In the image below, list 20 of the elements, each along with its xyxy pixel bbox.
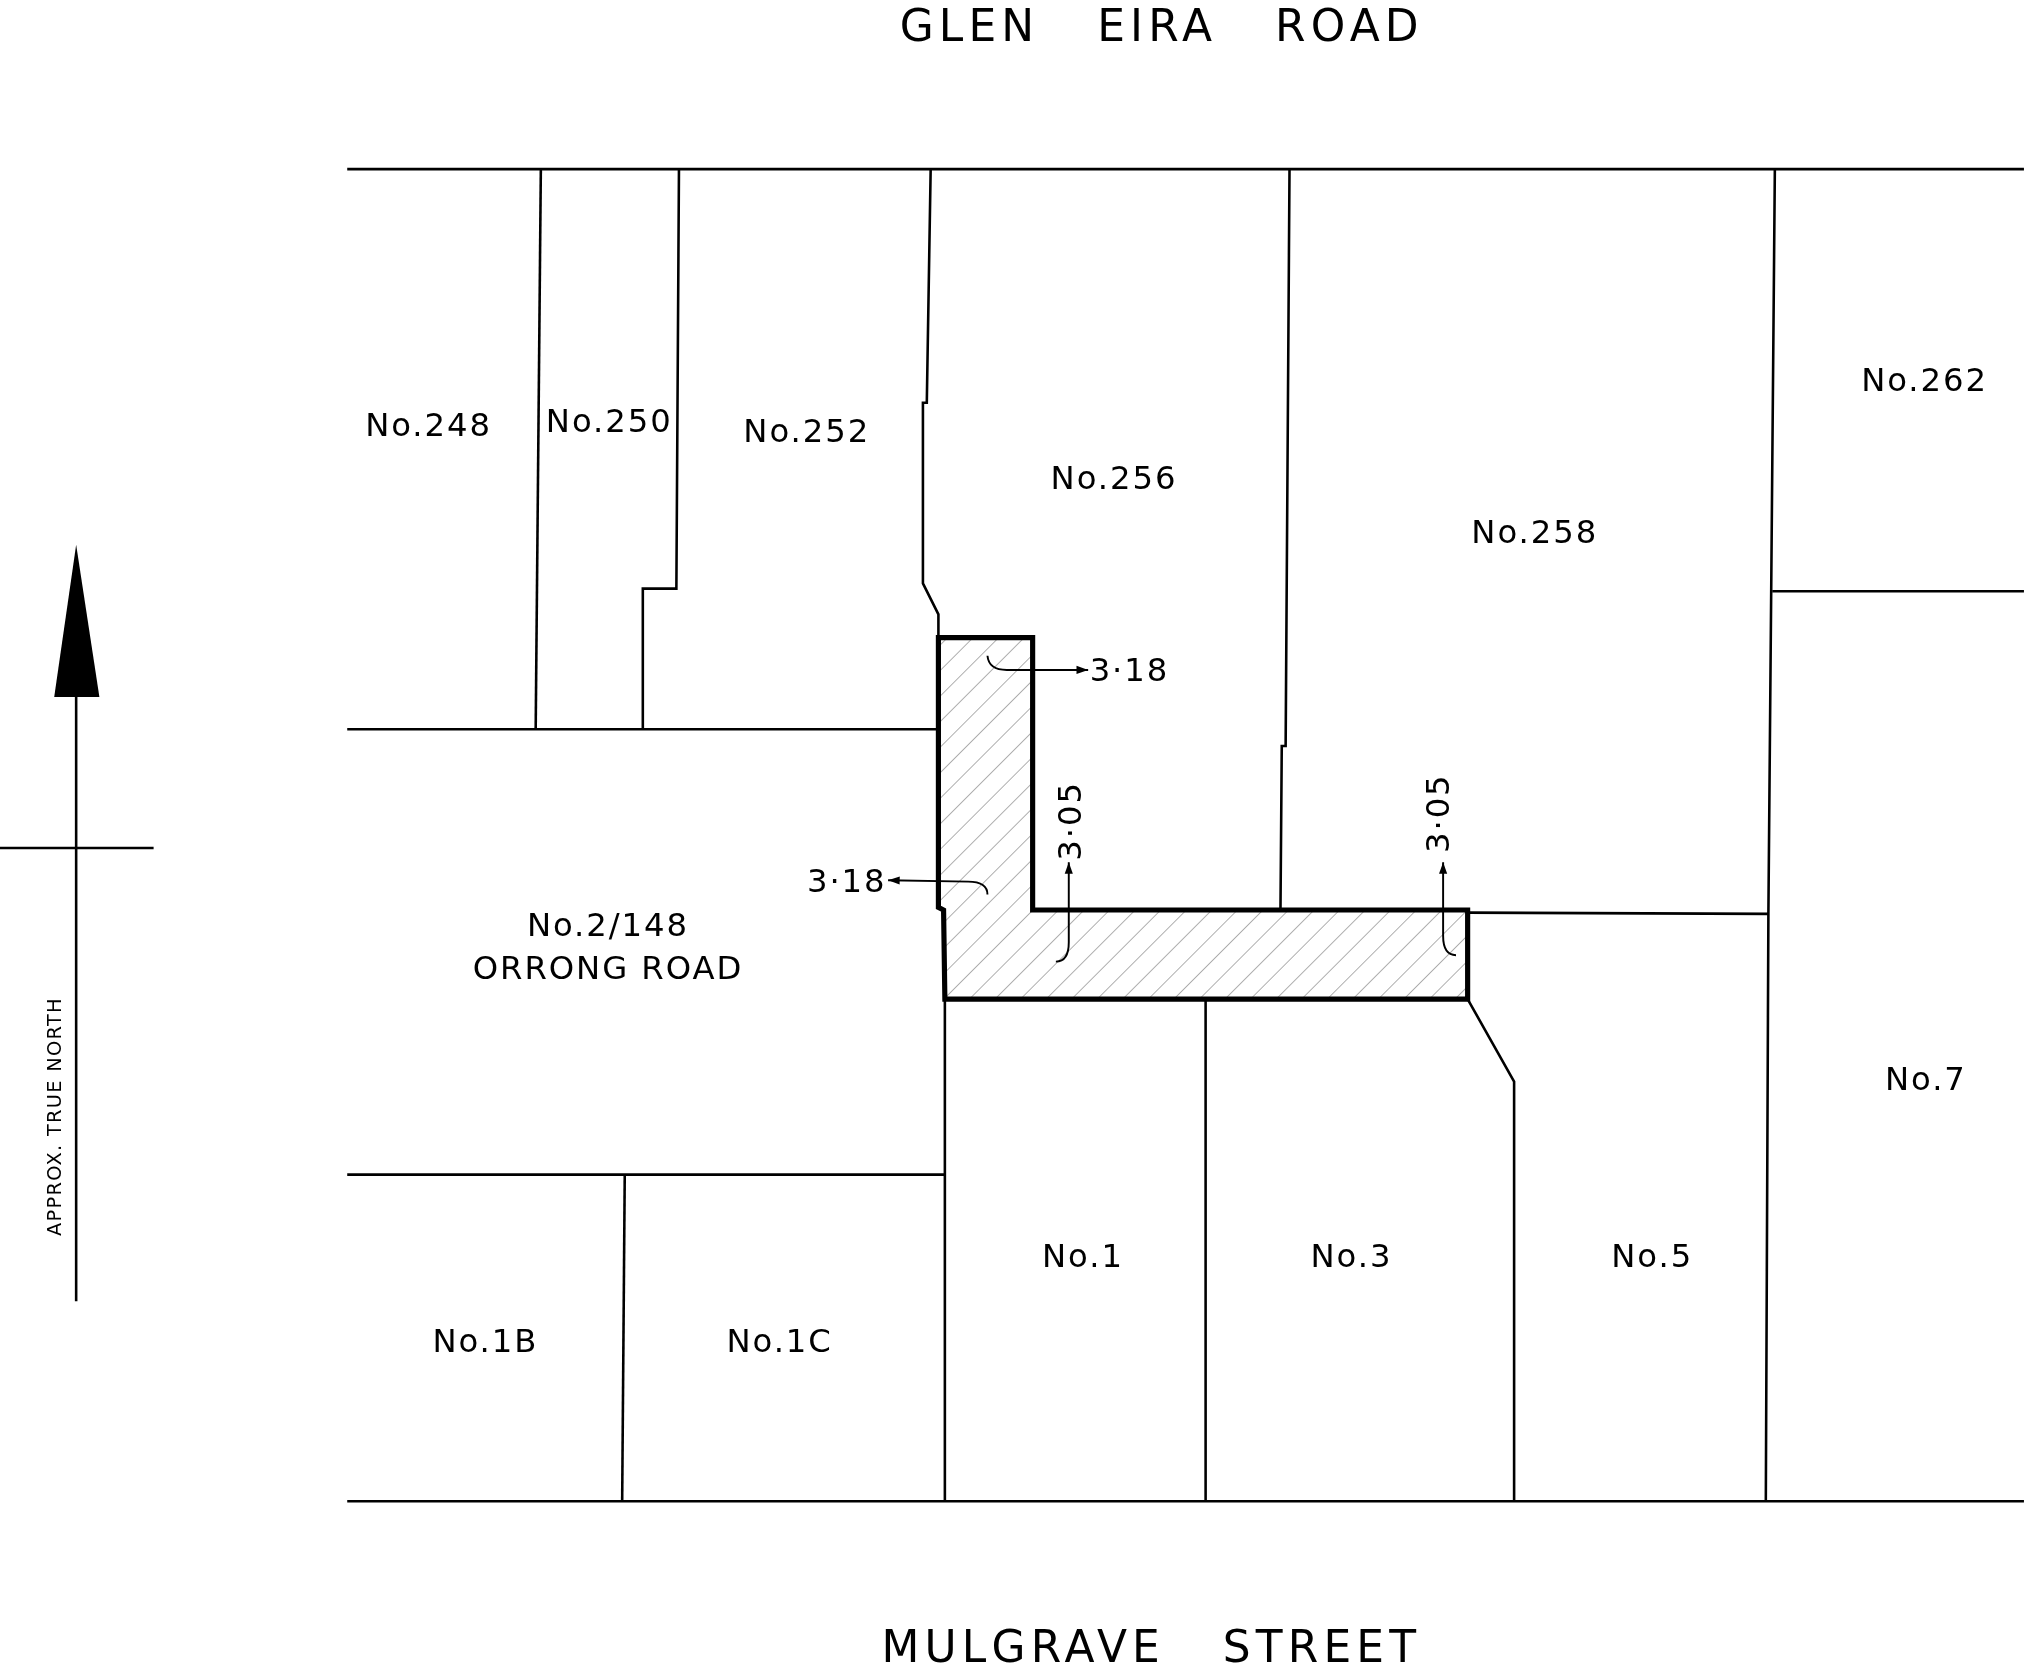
dimension-label: 3·18	[806, 860, 887, 902]
lot-label: No.256	[1050, 457, 1178, 500]
road-name: GLEN EIRA ROAD	[899, 0, 1424, 54]
lot-label: No.1	[1042, 1236, 1124, 1279]
lot-label: No.258	[1471, 512, 1599, 555]
lot-label: No.2/148 ORRONG ROAD	[459, 905, 757, 990]
lot-label: No.252	[743, 411, 871, 454]
lot-label: No.1B	[432, 1321, 539, 1364]
dimension-label: 3·05	[1418, 773, 1458, 853]
dimension-label: 3·05	[1050, 781, 1091, 861]
lot-label: No.250	[545, 401, 673, 444]
dimension-label: 3·18	[1089, 650, 1170, 691]
lot-label: No.248	[365, 405, 492, 447]
north-label: APPROX. TRUE NORTH	[42, 997, 68, 1236]
lot-label: No.3	[1310, 1236, 1393, 1279]
lot-label: No.262	[1861, 359, 1988, 402]
road-name: MULGRAVE STREET	[881, 1620, 1422, 1672]
lot-label: No.7	[1884, 1059, 1967, 1102]
lot-label: No.1C	[726, 1321, 833, 1364]
lot-label: No.5	[1611, 1236, 1694, 1279]
